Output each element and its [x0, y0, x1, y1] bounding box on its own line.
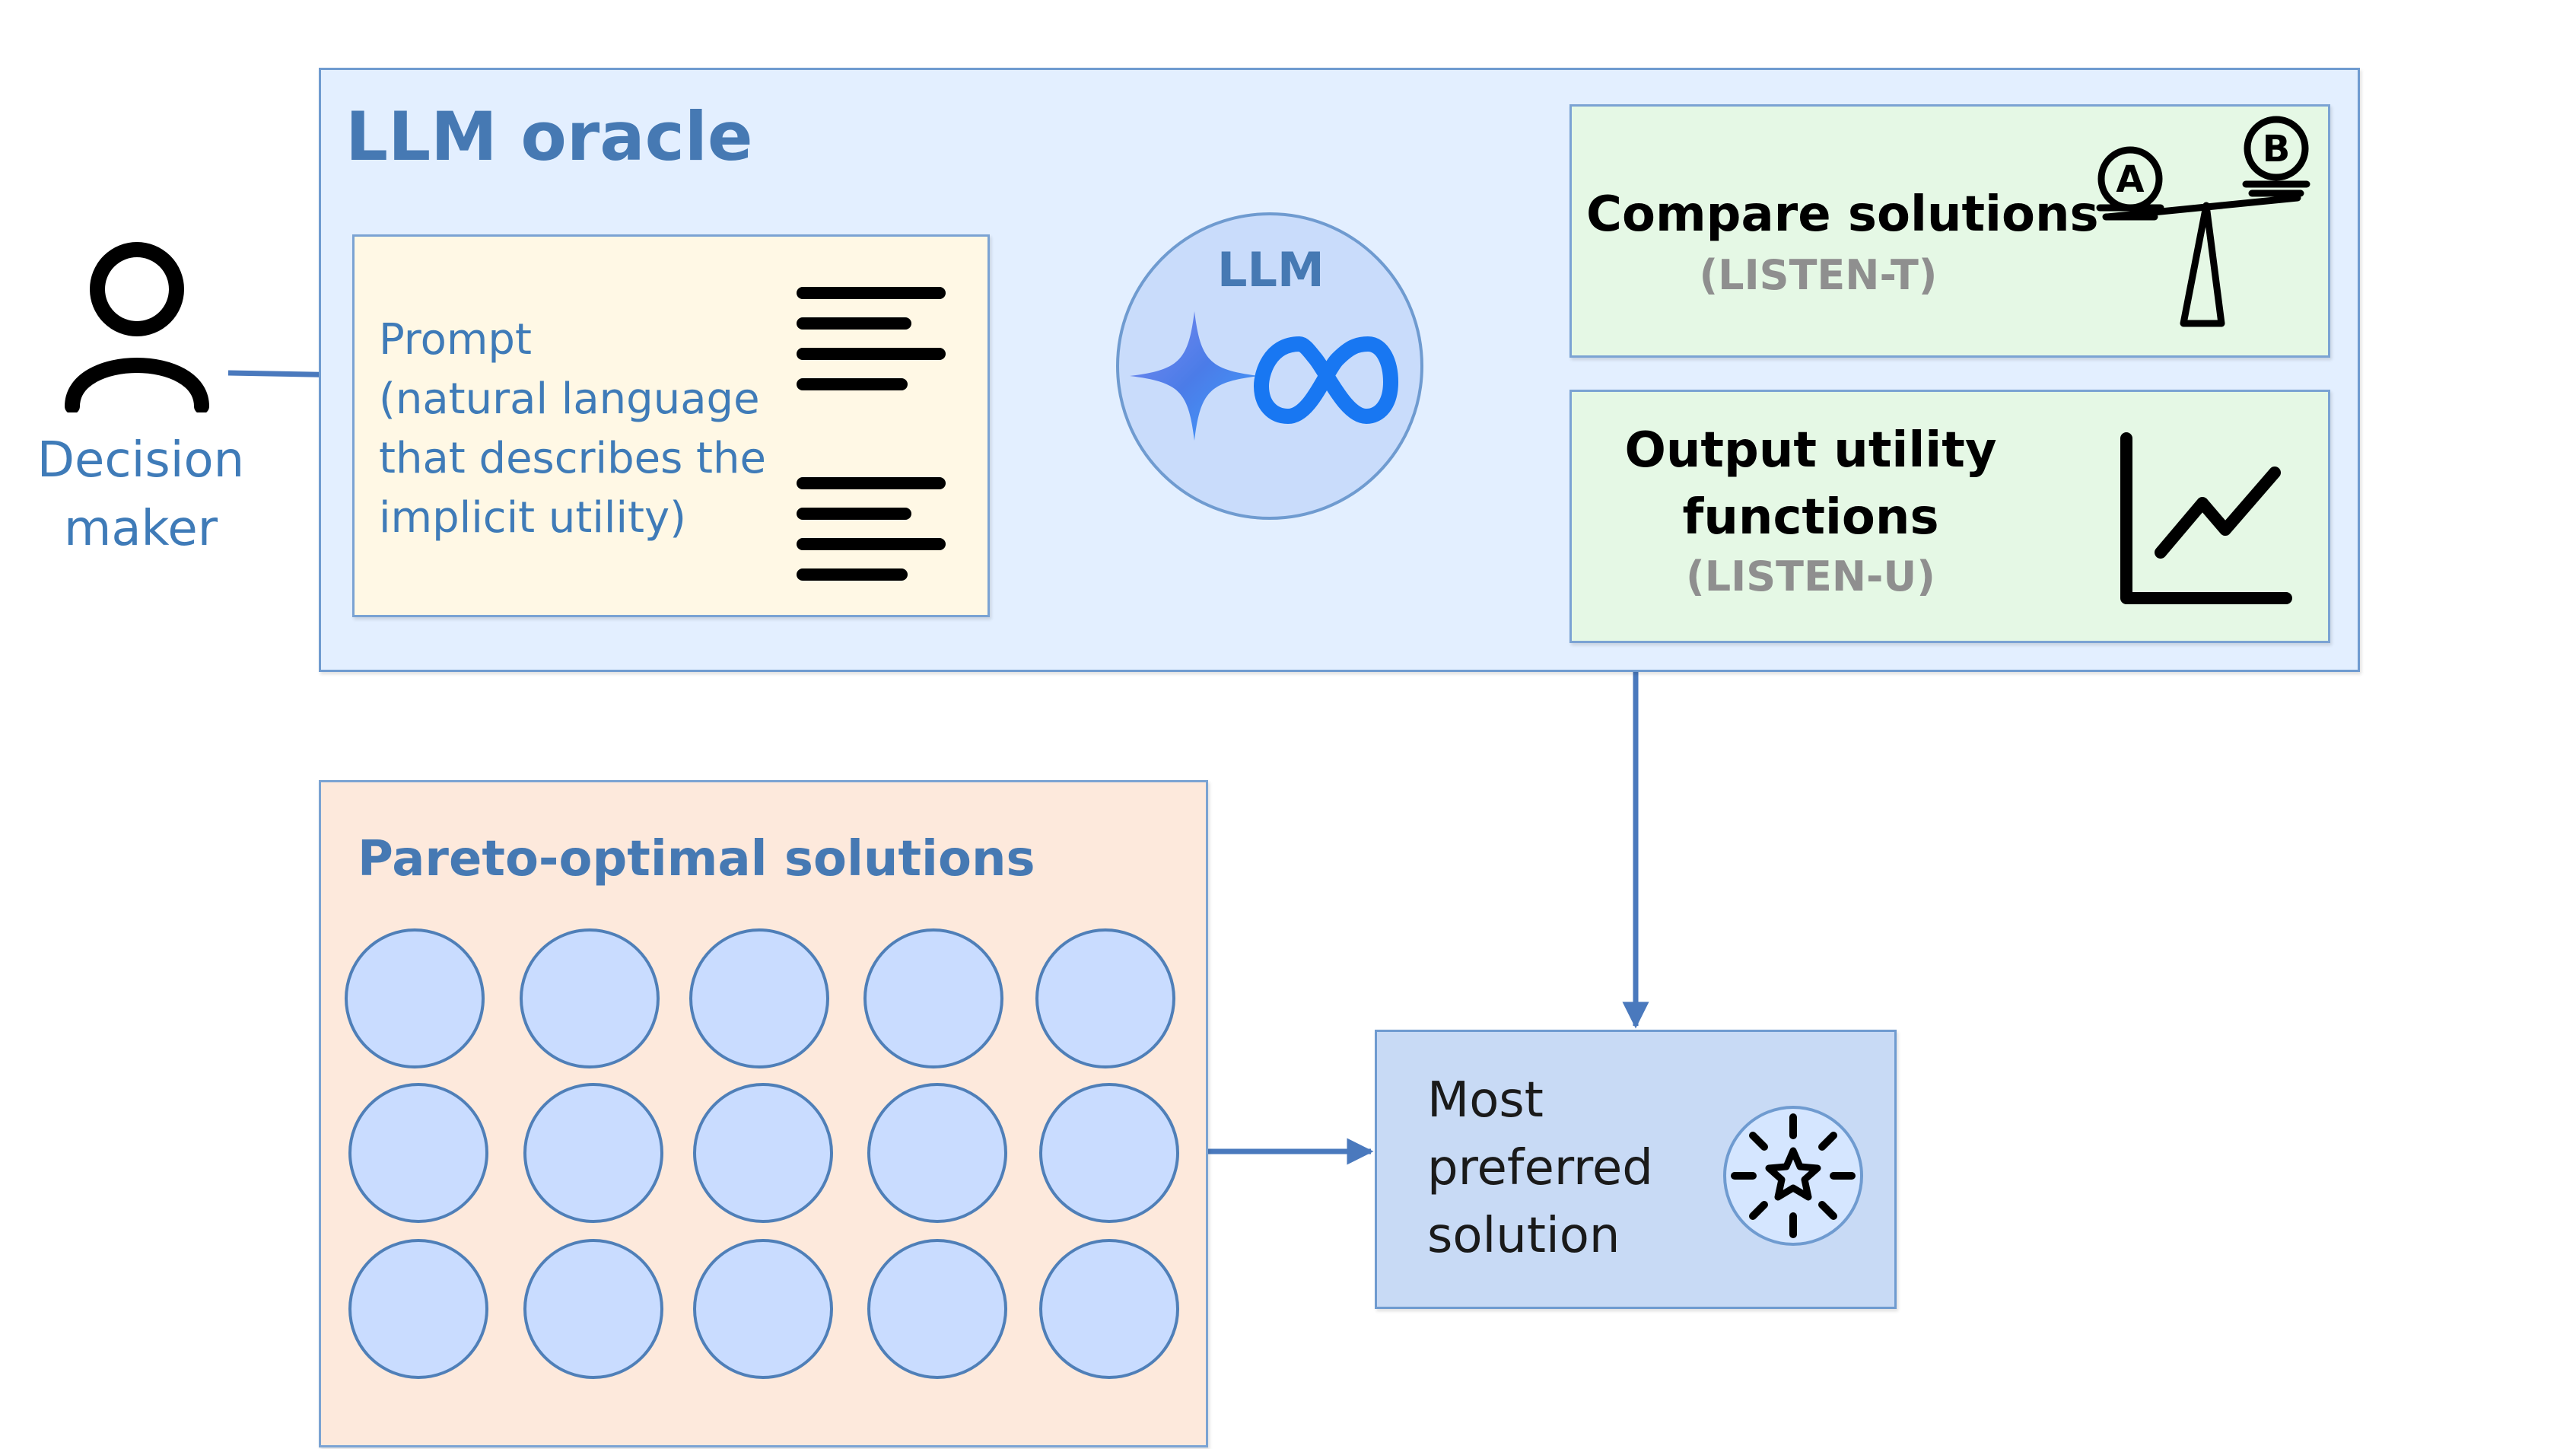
person-icon [65, 242, 209, 412]
pareto-solution-circle [1039, 1239, 1179, 1379]
pareto-solution-grid [345, 928, 1179, 1379]
pareto-solution-circle [1035, 928, 1175, 1068]
pareto-solution-circle [523, 1083, 663, 1223]
pareto-solution-circle [520, 928, 660, 1068]
listen-t-label: (LISTEN-T) [1699, 251, 1938, 299]
pareto-solution-circle [867, 1239, 1007, 1379]
prompt-text: Prompt (natural language that describes … [379, 315, 766, 543]
most-preferred-solution-label: Most preferred solution [1427, 1072, 1653, 1264]
most-preferred-solution-box [1375, 1030, 1897, 1309]
pareto-solution-circle [345, 928, 485, 1068]
pareto-solutions-title: Pareto-optimal solutions [358, 831, 1035, 887]
sparkle-icon [1130, 311, 1259, 441]
llm-oracle-title: LLM oracle [345, 97, 753, 176]
pareto-solution-circle [1039, 1083, 1179, 1223]
pareto-solution-circle [348, 1239, 488, 1379]
badge-a-label: A [2116, 158, 2144, 201]
pareto-solution-circle [693, 1239, 833, 1379]
balance-scale-icon: A B [2096, 116, 2310, 327]
text-lines-icon [797, 287, 946, 581]
pareto-solution-circle [523, 1239, 663, 1379]
pareto-solution-circle [348, 1083, 488, 1223]
pareto-solution-circle [693, 1083, 833, 1223]
pareto-solution-circle [689, 928, 829, 1068]
compare-solutions-title: Compare solutions [1586, 186, 2099, 243]
star-burst-icon [1723, 1106, 1863, 1246]
utility-functions-box [1569, 390, 2330, 643]
llm-label: LLM [1217, 242, 1325, 298]
meta-infinity-icon [1254, 336, 1398, 424]
utility-functions-title: Output utility functions [1624, 422, 1997, 546]
pareto-solution-circle [867, 1083, 1007, 1223]
decision-maker-label: Decision maker [37, 432, 245, 557]
line-chart-icon [2120, 432, 2292, 604]
badge-b-label: B [2263, 128, 2291, 170]
listen-u-label: (LISTEN-U) [1686, 553, 1935, 600]
pareto-solution-circle [863, 928, 1003, 1068]
